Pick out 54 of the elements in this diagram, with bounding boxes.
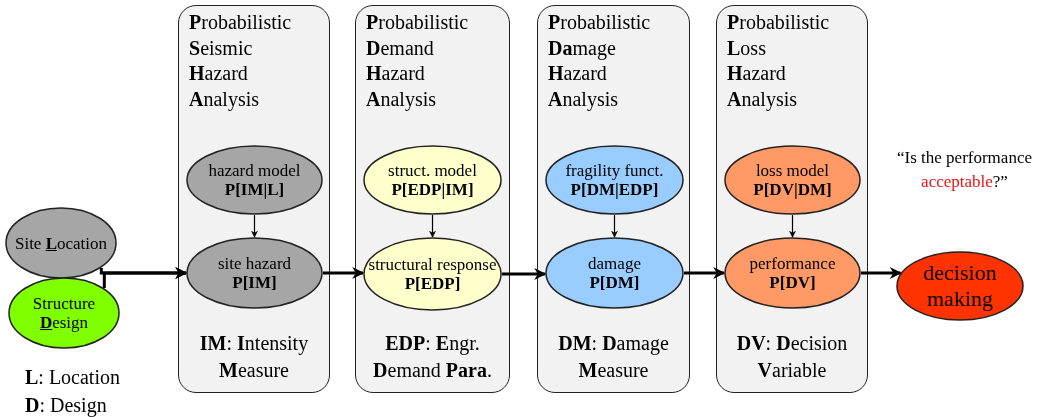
ellipse-node: [724, 145, 861, 215]
ellipse-node: [896, 251, 1024, 321]
probability-term: P[DM|EDP]: [570, 180, 659, 199]
ellipse-node: [363, 145, 502, 215]
probability-term: P[DV]: [769, 273, 816, 292]
analysis-panel: [355, 5, 510, 393]
variable-definition: DM: Damage Measure: [558, 332, 669, 381]
node-label: loss model: [755, 161, 830, 180]
node-label: site hazard: [217, 254, 292, 273]
analysis-panel: [537, 5, 690, 393]
ellipse-node: [724, 237, 861, 309]
panel-title: Probabilistic Demand Hazard Analysis: [366, 10, 469, 112]
variable-definition: IM: Intensity Measure: [199, 332, 309, 381]
node-label: structural response: [368, 255, 497, 274]
arrow: [502, 268, 547, 280]
ellipse-node: [363, 237, 502, 311]
legend-text: L: Location: [25, 365, 120, 389]
probability-term: P[EDP]: [404, 274, 461, 293]
arrow: [789, 214, 796, 238]
analysis-panel: [716, 5, 868, 393]
arrow: [323, 267, 365, 279]
probability-term: P[IM]: [232, 273, 277, 292]
ellipse-node: [8, 277, 120, 349]
node-label: performance: [749, 254, 836, 273]
node-label: Site Location: [14, 233, 108, 253]
node-label: struct. model: [388, 161, 477, 180]
arrow: [102, 267, 188, 288]
probability-term: P[DM]: [589, 273, 640, 292]
ellipse-node: [5, 207, 117, 279]
node-label: hazard model: [208, 161, 301, 180]
probability-term: P[EDP|IM]: [391, 180, 474, 199]
variable-definition: EDP: Engr. Demand Para.: [373, 332, 492, 381]
ellipse-node: [186, 237, 323, 309]
node-label: Structure Design: [31, 294, 97, 332]
node-label: decision making: [922, 260, 998, 312]
arrow: [611, 214, 618, 238]
analysis-panel: [178, 5, 330, 393]
panel-title: Probabilistic Damage Hazard Analysis: [548, 10, 651, 112]
question-text: “Is the performance acceptable?”: [896, 147, 1033, 193]
arrow: [684, 267, 726, 279]
arrow: [429, 214, 436, 238]
panel-title: Probabilistic Seismic Hazard Analysis: [189, 10, 292, 112]
probability-term: P[DV|DM]: [753, 180, 832, 199]
arrow: [251, 214, 258, 238]
variable-definition: DV: Decision Variable: [736, 332, 848, 381]
arrow: [861, 267, 902, 279]
probability-term: P[IM|L]: [224, 180, 285, 199]
ellipse-node: [545, 145, 684, 215]
node-label: fragility funct.: [565, 161, 664, 180]
ellipse-node: [186, 145, 323, 215]
ellipse-node: [545, 237, 684, 309]
legend-text: D: Design: [25, 393, 107, 417]
panel-title: Probabilistic Loss Hazard Analysis: [727, 10, 830, 112]
node-label: damage: [588, 254, 641, 273]
